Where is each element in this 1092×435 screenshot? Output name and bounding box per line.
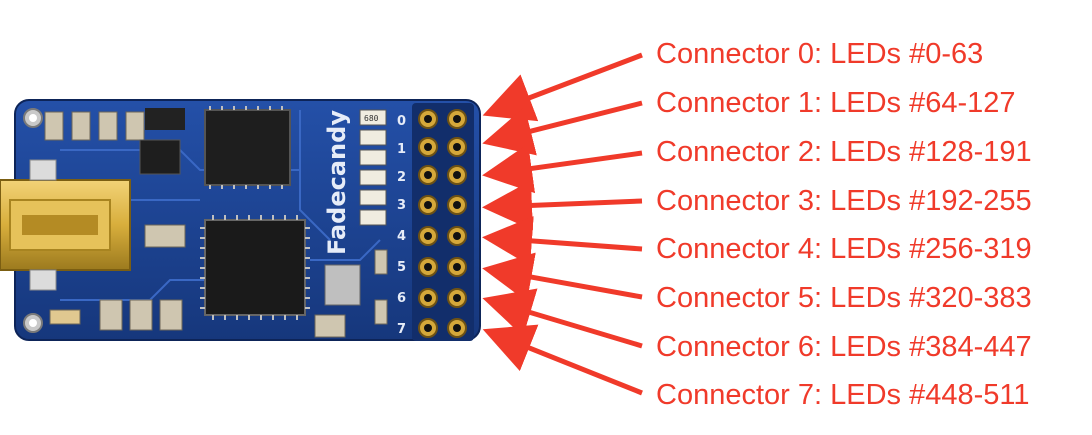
pin-number: 1 [397,142,406,157]
resistor-marking: 680 [364,114,379,123]
pin-number: 5 [397,260,406,275]
chip-microcontroller [200,215,310,320]
arrow-connector-1 [482,100,643,156]
connector-label-1: Connector 1: LEDs #64-127 [656,87,1016,119]
connector-label-6: Connector 6: LEDs #384-447 [656,331,1032,363]
mounting-holes [23,108,43,333]
pin-number: 0 [397,114,406,129]
pin-number: 4 [397,229,406,244]
chip-small [204,106,291,189]
smd-components-bottom [49,224,388,338]
arrow-connector-6 [482,288,643,349]
pin-number: 6 [397,291,406,306]
connector-label-0: Connector 0: LEDs #0-63 [656,38,984,70]
smd-components-top [44,108,185,175]
arrow-connector-0 [482,52,643,122]
arrow-connector-7 [482,324,643,396]
pin-number: 7 [397,322,406,337]
arrow-connector-4 [482,215,643,266]
usb-connector [0,159,131,291]
pin-number: 2 [397,170,406,185]
pin-header [412,103,474,341]
silkscreen-label: Fadecandy [323,110,351,255]
arrow-connector-5 [482,252,643,302]
connector-label-7: Connector 7: LEDs #448-511 [656,379,1030,411]
arrow-connector-3 [482,180,643,231]
pin-number: 3 [397,198,406,213]
resistor-array [359,109,387,226]
connector-label-3: Connector 3: LEDs #192-255 [656,185,1032,217]
connector-label-5: Connector 5: LEDs #320-383 [656,282,1032,314]
connector-label-4: Connector 4: LEDs #256-319 [656,233,1032,265]
arrow-connector-2 [482,143,643,194]
connector-label-2: Connector 2: LEDs #128-191 [656,136,1032,168]
